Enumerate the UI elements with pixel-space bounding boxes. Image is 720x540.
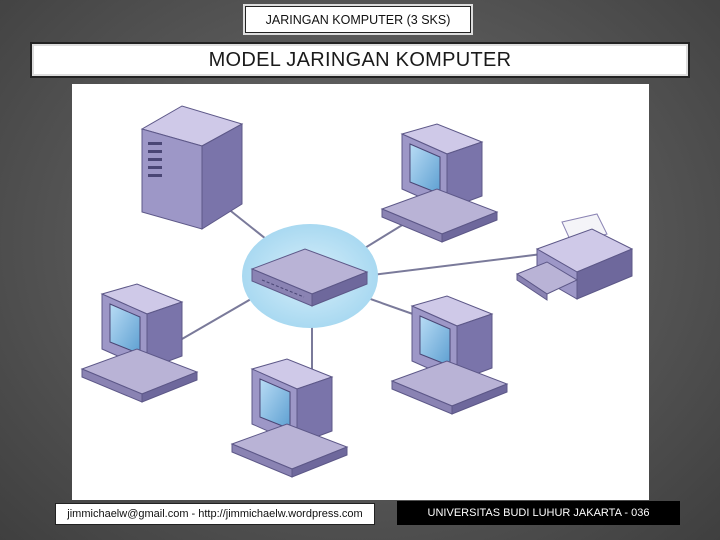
footer-contact-box: jimmichaelw@gmail.com - http://jimmichae… xyxy=(55,503,375,525)
footer-institution-box: UNIVERSITAS BUDI LUHUR JAKARTA - 036 xyxy=(397,501,680,525)
course-title: JARINGAN KOMPUTER (3 SKS) xyxy=(266,13,451,27)
workstation-icon xyxy=(82,284,197,402)
workstation-icon xyxy=(232,359,347,477)
footer-contact: jimmichaelw@gmail.com - http://jimmichae… xyxy=(67,508,362,520)
course-title-box: JARINGAN KOMPUTER (3 SKS) xyxy=(245,6,471,33)
network-diagram xyxy=(72,84,649,500)
workstation-icon xyxy=(382,124,497,242)
footer-institution: UNIVERSITAS BUDI LUHUR JAKARTA - 036 xyxy=(428,507,650,519)
server-icon xyxy=(142,106,242,229)
network-diagram-svg xyxy=(72,84,649,500)
slide-title: MODEL JARINGAN KOMPUTER xyxy=(209,49,512,72)
printer-icon xyxy=(517,214,632,300)
slide-title-box: MODEL JARINGAN KOMPUTER xyxy=(30,42,690,78)
